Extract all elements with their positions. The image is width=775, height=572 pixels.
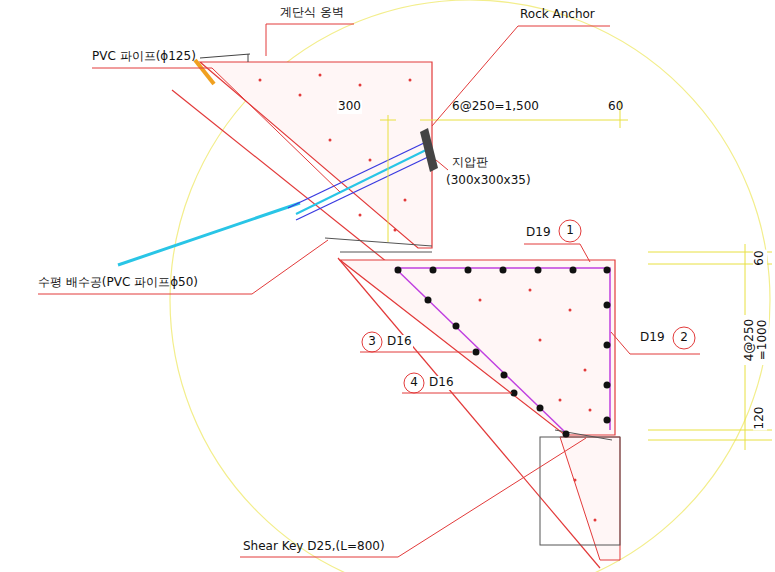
- pvc-pipe: [296, 157, 428, 220]
- rebar-line: [395, 268, 610, 430]
- lower-block: [560, 437, 620, 560]
- annotation-label: 지압판: [452, 156, 488, 170]
- anchor-tendon: [118, 203, 300, 265]
- wall-step: [248, 54, 249, 62]
- annotation-label: 6@250=1,500: [452, 100, 539, 114]
- anchor-tendon: [296, 150, 426, 214]
- rebar-line: [395, 268, 565, 432]
- annotation-label: D16: [386, 335, 413, 349]
- annotation-label: Shear Key D25,(L=800): [243, 540, 385, 554]
- callout-number: 2: [680, 331, 688, 345]
- annotation-label: Rock Anchor: [520, 8, 595, 22]
- drain-pipe: [325, 238, 432, 246]
- annotation-label: (300x300x35): [446, 174, 531, 188]
- annotation-label: D19: [640, 331, 665, 345]
- concrete-specks: [259, 74, 597, 522]
- callout-circles: [362, 220, 695, 393]
- shear-key: [540, 437, 620, 545]
- annotation-label: 60: [608, 100, 623, 114]
- wall-step: [200, 54, 250, 58]
- dimension-text: 60: [753, 249, 767, 266]
- callout-number: 3: [367, 335, 377, 349]
- dimension-text: 4@250 =1000: [743, 315, 769, 365]
- dimension-text: 120: [753, 406, 767, 431]
- annotation-label: 계단식 옹벽: [280, 6, 344, 20]
- annotation-label: D19: [526, 226, 551, 240]
- leader-lines: [38, 24, 700, 557]
- wall-edge: [195, 60, 214, 84]
- annotation-label: 수평 배수공(PVC 파이프ϕ50): [38, 276, 198, 290]
- pvc-pipe: [288, 143, 424, 208]
- annotation-label: D16: [428, 376, 455, 390]
- dimension-lines: [380, 100, 772, 450]
- annotation-label: PVC 파이프(ϕ125): [92, 50, 196, 64]
- callout-number: 1: [566, 224, 574, 238]
- step-line: [340, 252, 432, 253]
- footing: [340, 260, 615, 435]
- detail-circle: [170, 0, 770, 572]
- annotation-label: 300: [337, 100, 362, 114]
- bearing-plate: [420, 128, 438, 172]
- callout-number: 4: [409, 376, 419, 390]
